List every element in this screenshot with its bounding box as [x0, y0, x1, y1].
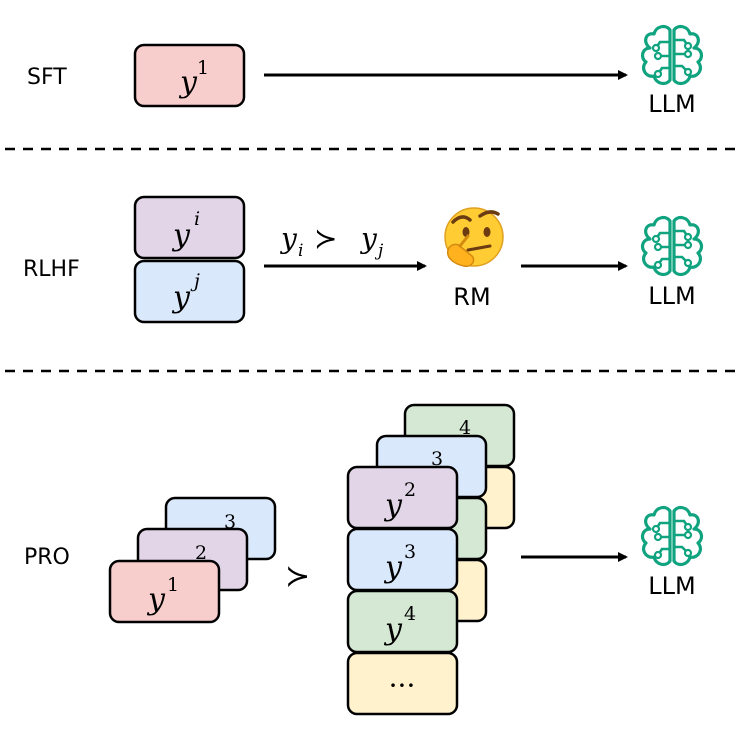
preference-left: y	[279, 222, 298, 255]
brain-circuit-icon	[640, 24, 704, 86]
preference-operator: ≻	[285, 559, 310, 594]
response-box	[108, 559, 221, 624]
response-sup: i	[194, 208, 200, 230]
response-box	[346, 527, 459, 592]
response-box	[133, 195, 246, 260]
response-sup: 2	[195, 542, 207, 564]
llm-label: LLM	[648, 90, 695, 118]
section-label-rlhf: RLHF	[23, 257, 80, 282]
response-y: y	[146, 582, 166, 617]
preference-right: y	[359, 222, 378, 255]
response-sup: 1	[197, 57, 209, 79]
llm-label: LLM	[648, 572, 695, 600]
thinking-face-icon	[444, 207, 504, 268]
response-box	[346, 651, 459, 716]
response-y: y	[383, 612, 403, 647]
response-y: y	[178, 65, 198, 100]
response-y: y	[383, 488, 403, 523]
response-sup: 4	[459, 417, 471, 439]
preference-right-sub: j	[374, 241, 384, 261]
response-box	[346, 589, 459, 654]
response-box	[133, 43, 246, 108]
response-sup: 2	[404, 479, 416, 501]
response-box	[133, 259, 246, 324]
ellipsis: ···	[389, 669, 416, 702]
section-label-pro: PRO	[24, 545, 70, 570]
preference-operator: ≻	[314, 222, 337, 255]
response-sup: 3	[404, 541, 416, 563]
preference-left-sub: i	[298, 241, 303, 261]
response-y: y	[171, 218, 191, 253]
brain-circuit-icon	[640, 505, 704, 567]
response-sup: 3	[224, 511, 236, 533]
response-y: y	[171, 280, 191, 315]
section-label-sft: SFT	[27, 65, 67, 90]
response-y: y	[383, 550, 403, 585]
response-sup: 3	[431, 448, 443, 470]
response-sup: 4	[404, 603, 416, 625]
llm-label: LLM	[648, 282, 695, 310]
brain-circuit-icon	[640, 215, 704, 277]
response-sup: 1	[167, 574, 179, 596]
response-box	[346, 465, 459, 530]
rm-label: RM	[453, 283, 490, 311]
response-sup: j	[190, 270, 200, 292]
